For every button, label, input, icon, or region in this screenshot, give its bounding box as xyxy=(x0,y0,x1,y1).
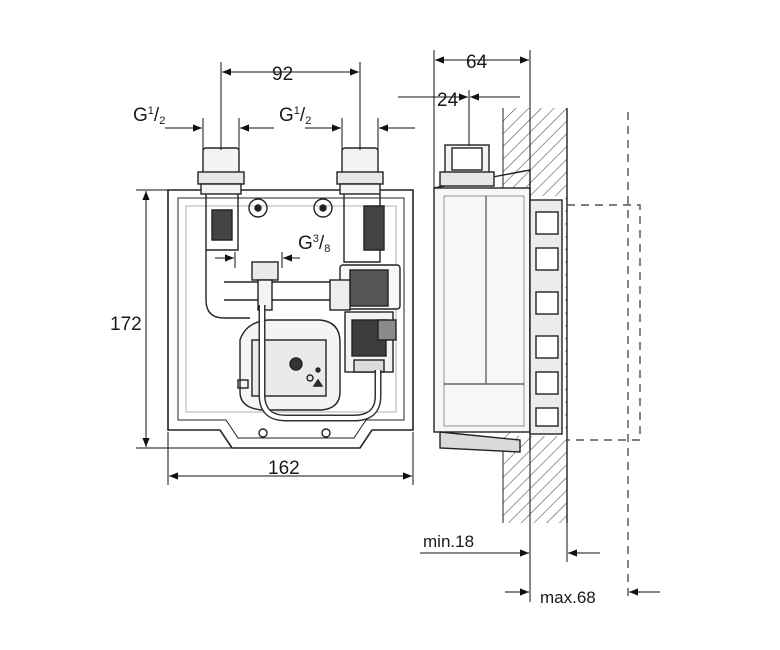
dim-92: 92 xyxy=(272,64,293,85)
solenoid xyxy=(344,311,397,373)
front-dimensions xyxy=(136,62,415,485)
inlet-left xyxy=(197,147,250,319)
mount-screw-left xyxy=(258,428,268,438)
dim-thread-mid: G3/8 xyxy=(298,233,330,255)
side-view xyxy=(433,108,641,600)
side-dimensions xyxy=(398,50,660,602)
dim-172: 172 xyxy=(110,314,142,335)
valve-body xyxy=(224,261,401,311)
dim-64: 64 xyxy=(466,52,488,73)
mount-screw-right xyxy=(321,428,331,438)
inlet-right xyxy=(336,147,385,263)
dim-162: 162 xyxy=(268,458,300,479)
dim-24: 24 xyxy=(437,90,459,111)
housing-outline xyxy=(167,189,414,449)
electronic-module xyxy=(237,319,341,411)
dim-max-68: max.68 xyxy=(540,588,596,607)
dimension-labels: 92 G1/2 G1/2 G3/8 172 162 64 24 min.18 m… xyxy=(110,52,596,607)
front-view xyxy=(167,147,414,449)
dim-thread-left: G1/2 xyxy=(133,105,165,127)
housing-inner xyxy=(177,197,405,439)
dim-min-18: min.18 xyxy=(423,532,474,551)
dim-thread-right: G1/2 xyxy=(279,105,311,127)
